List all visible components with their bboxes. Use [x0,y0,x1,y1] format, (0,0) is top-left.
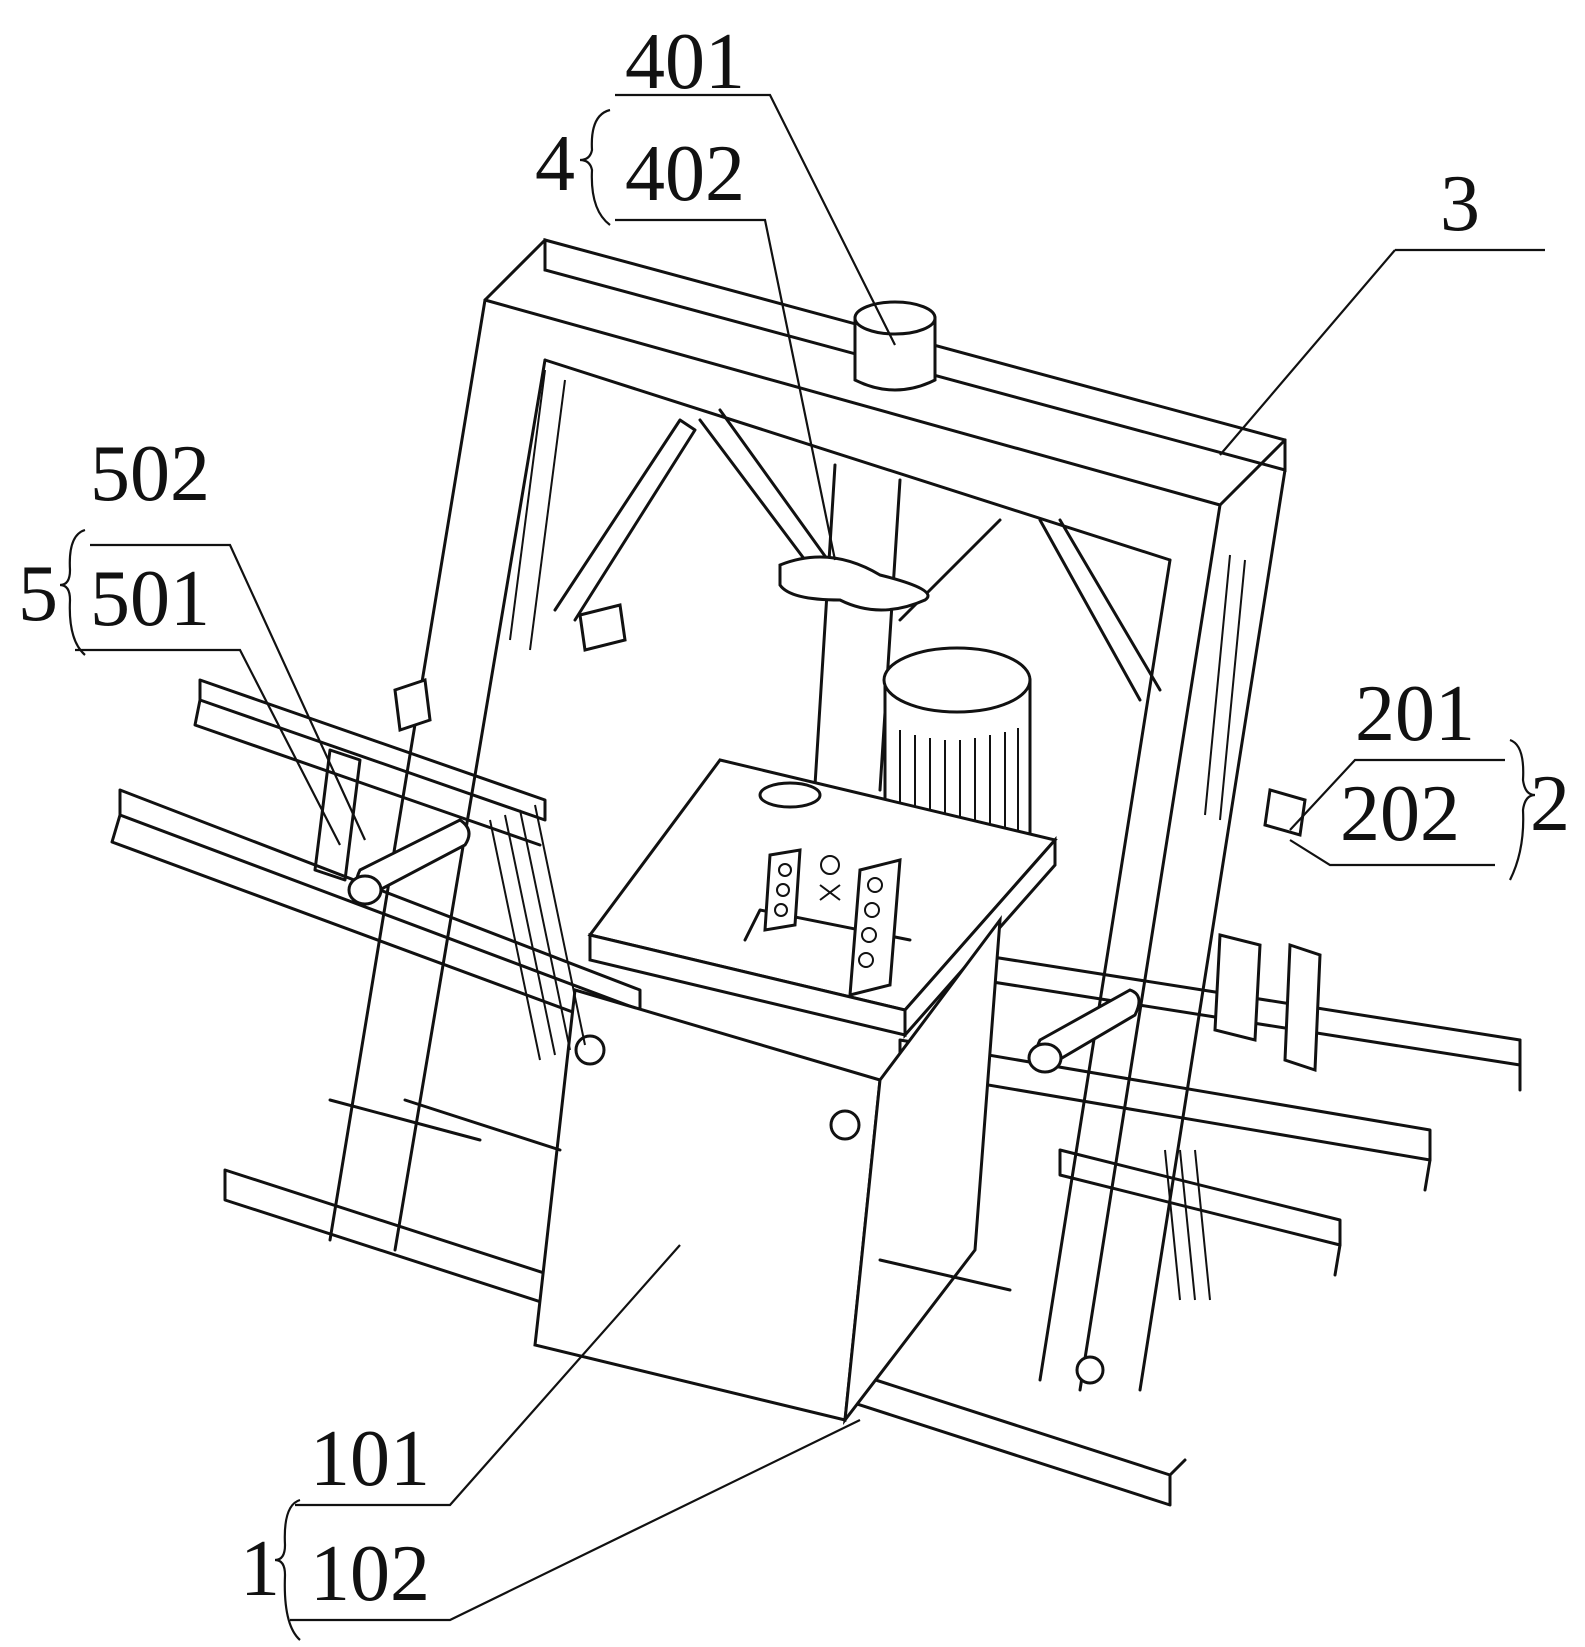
label-501: 501 [90,555,210,643]
label-2: 2 [1530,760,1570,848]
label-group-2: 201 202 2 [1340,670,1570,881]
central-box [533,758,1058,1426]
label-102: 102 [310,1530,430,1618]
label-3: 3 [1440,160,1480,248]
top-cylinder [853,300,937,392]
label-4: 4 [535,120,575,208]
label-502: 502 [90,430,210,518]
vertical-column [778,463,930,792]
label-5: 5 [18,550,58,638]
brace-2 [1509,738,1536,881]
label-402: 402 [625,130,745,218]
leader-lines [75,93,1545,1622]
label-1: 1 [240,1525,280,1613]
label-201: 201 [1355,670,1475,758]
cross-struts [553,408,1162,702]
brace-1 [274,1498,301,1641]
left-rails [110,678,642,1037]
label-101: 101 [310,1415,430,1503]
left-mechanism [313,603,627,1152]
label-401: 401 [625,18,745,106]
label-202: 202 [1340,770,1460,858]
right-mechanism [878,788,1322,1385]
gear-racks [763,848,902,997]
brace-4 [579,108,611,226]
label-group-1: 101 102 1 [240,1415,430,1641]
label-group-4: 401 402 4 [535,18,745,226]
brace-5 [59,528,86,656]
label-group-5: 502 501 5 [18,430,210,656]
